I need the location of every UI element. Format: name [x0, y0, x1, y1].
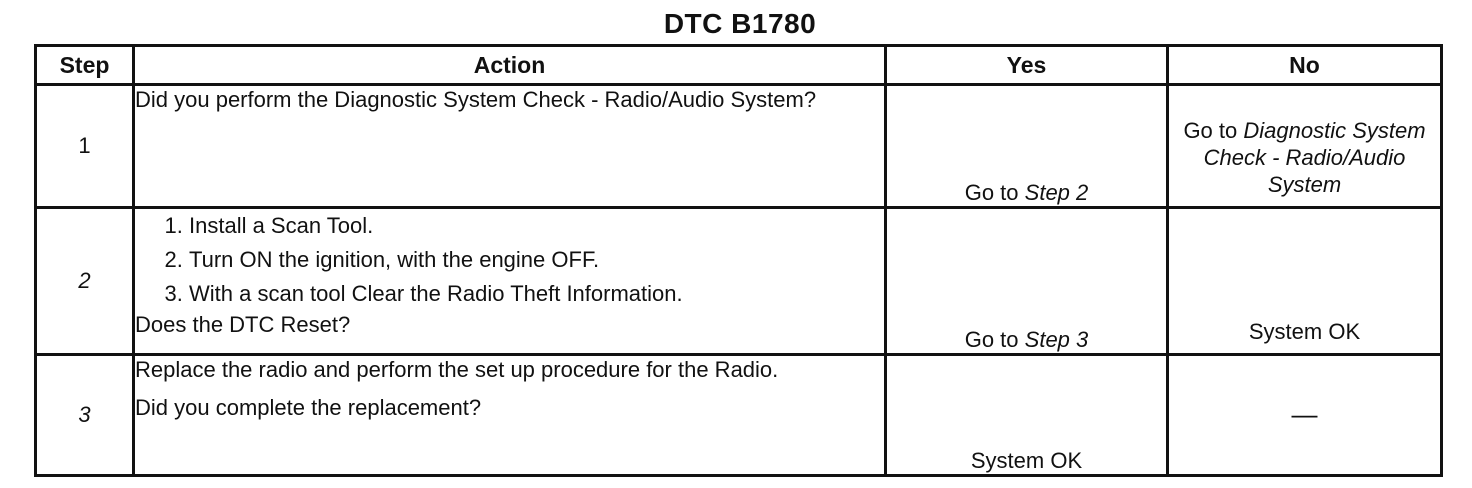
table-row: 3 Replace the radio and perform the set …: [34, 353, 1443, 477]
action-text: Did you perform the Diagnostic System Ch…: [135, 87, 817, 112]
no-cell: Go to Diagnostic System Check - Radio/Au…: [1166, 83, 1443, 209]
yes-prefix: Go to: [964, 327, 1019, 352]
header-step: Step: [34, 44, 135, 86]
yes-prefix: Go to: [964, 180, 1019, 205]
action-step-item: With a scan tool Clear the Radio Theft I…: [189, 277, 884, 311]
table-row: 1 Did you perform the Diagnostic System …: [34, 83, 1443, 209]
header-no: No: [1166, 44, 1443, 86]
action-cell: Replace the radio and perform the set up…: [132, 353, 887, 477]
table-row: 2 Install a Scan Tool. Turn ON the ignit…: [34, 206, 1443, 356]
step-number: 1: [34, 83, 135, 209]
action-step-item: Install a Scan Tool.: [189, 209, 884, 243]
document-title: DTC B1780: [663, 8, 817, 39]
header-action: Action: [132, 44, 887, 86]
yes-cell: Go to Step 3: [884, 206, 1169, 356]
header-yes: Yes: [884, 44, 1169, 86]
dtc-table: Step Action Yes No 1 Did you perform the…: [34, 44, 1443, 477]
yes-step-reference: Step 2: [1024, 180, 1089, 205]
yes-step-reference: Step 3: [1024, 327, 1089, 352]
action-question: Does the DTC Reset?: [135, 312, 351, 337]
yes-cell: Go to Step 2: [884, 83, 1169, 209]
action-step-list: Install a Scan Tool. Turn ON the ignitio…: [135, 209, 884, 311]
action-question: Did you complete the replacement?: [135, 395, 482, 420]
step-number: 2: [34, 206, 135, 356]
header-row: Step Action Yes No: [34, 44, 1443, 86]
action-text: Replace the radio and perform the set up…: [135, 357, 779, 382]
action-step-item: Turn ON the ignition, with the engine OF…: [189, 243, 884, 277]
no-dash: —: [1291, 399, 1318, 429]
yes-cell: System OK: [884, 353, 1169, 477]
no-procedure-reference: Diagnostic System Check - Radio/Audio Sy…: [1203, 118, 1426, 197]
step-number: 3: [34, 353, 135, 477]
no-prefix: Go to: [1183, 118, 1238, 143]
action-cell: Install a Scan Tool. Turn ON the ignitio…: [132, 206, 887, 356]
no-cell: System OK: [1166, 206, 1443, 356]
no-cell: —: [1166, 353, 1443, 477]
action-cell: Did you perform the Diagnostic System Ch…: [132, 83, 887, 209]
